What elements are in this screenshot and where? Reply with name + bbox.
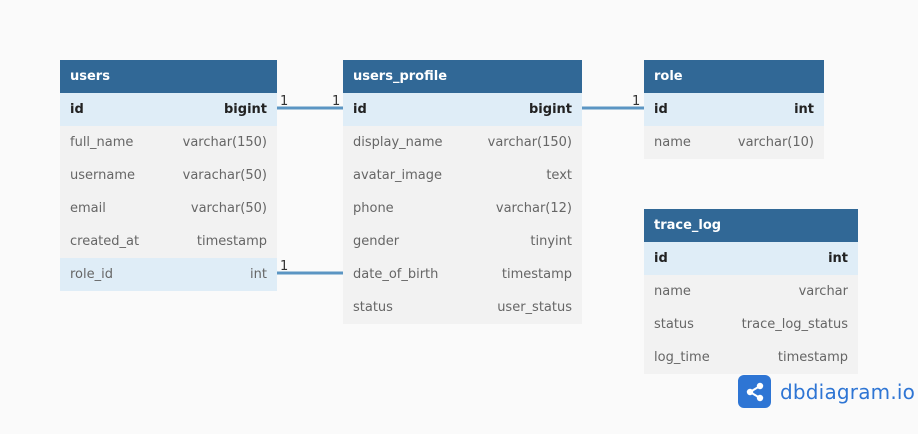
- column-type: varchar(50): [190, 201, 267, 216]
- table-row[interactable]: id int: [644, 242, 858, 275]
- column-name: full_name: [70, 135, 134, 150]
- table-header[interactable]: users_profile: [343, 60, 582, 93]
- column-name: username: [70, 168, 135, 183]
- table-row[interactable]: phone varchar(12): [343, 192, 582, 225]
- table-row[interactable]: status user_status: [343, 291, 582, 324]
- column-type: varchar(150): [487, 135, 572, 150]
- table-users[interactable]: users id bigint full_name varchar(150) u…: [60, 60, 277, 291]
- table-header[interactable]: users: [60, 60, 277, 93]
- column-name: log_time: [654, 350, 710, 365]
- column-type: bigint: [224, 102, 267, 117]
- cardinality-label: 1: [632, 94, 640, 109]
- table-users-profile[interactable]: users_profile id bigint display_name var…: [343, 60, 582, 324]
- table-row[interactable]: id bigint: [343, 93, 582, 126]
- column-type: varchar: [798, 284, 848, 299]
- table-row[interactable]: id bigint: [60, 93, 277, 126]
- column-name: phone: [353, 201, 394, 216]
- table-row[interactable]: email varchar(50): [60, 192, 277, 225]
- table-header[interactable]: trace_log: [644, 209, 858, 242]
- column-type: text: [546, 168, 572, 183]
- table-row[interactable]: id int: [644, 93, 824, 126]
- table-row[interactable]: username varachar(50): [60, 159, 277, 192]
- column-type: trace_log_status: [741, 317, 848, 332]
- table-row[interactable]: date_of_birth timestamp: [343, 258, 582, 291]
- column-type: int: [794, 102, 814, 117]
- column-type: timestamp: [777, 350, 848, 365]
- brand-name: dbdiagram.io: [780, 379, 916, 404]
- cardinality-label: 1: [280, 259, 288, 274]
- column-name: avatar_image: [353, 168, 443, 183]
- column-name: name: [654, 284, 691, 299]
- column-name: role_id: [70, 267, 113, 282]
- table-trace-log[interactable]: trace_log id int name varchar status tra…: [644, 209, 858, 374]
- column-type: varchar(12): [495, 201, 572, 216]
- table-role[interactable]: role id int name varchar(10): [644, 60, 824, 159]
- column-name: email: [70, 201, 106, 216]
- column-type: varachar(50): [182, 168, 267, 183]
- table-row[interactable]: name varchar: [644, 275, 858, 308]
- table-row[interactable]: status trace_log_status: [644, 308, 858, 341]
- table-row[interactable]: log_time timestamp: [644, 341, 858, 374]
- table-row[interactable]: display_name varchar(150): [343, 126, 582, 159]
- column-type: varchar(150): [182, 135, 267, 150]
- column-name: date_of_birth: [353, 267, 439, 282]
- column-type: int: [250, 267, 267, 282]
- table-row[interactable]: gender tinyint: [343, 225, 582, 258]
- column-type: user_status: [497, 300, 572, 315]
- column-name: gender: [353, 234, 400, 249]
- column-name: id: [353, 102, 367, 117]
- column-type: tinyint: [530, 234, 572, 249]
- table-row[interactable]: created_at timestamp: [60, 225, 277, 258]
- column-type: varchar(10): [737, 135, 814, 150]
- table-row[interactable]: full_name varchar(150): [60, 126, 277, 159]
- table-row[interactable]: avatar_image text: [343, 159, 582, 192]
- column-name: display_name: [353, 135, 443, 150]
- cardinality-label: 1: [280, 94, 288, 109]
- table-row[interactable]: name varchar(10): [644, 126, 824, 159]
- column-type: timestamp: [196, 234, 267, 249]
- column-name: created_at: [70, 234, 140, 249]
- column-name: id: [654, 251, 668, 266]
- column-name: status: [353, 300, 393, 315]
- column-type: int: [828, 251, 848, 266]
- brand-watermark: dbdiagram.io: [738, 375, 915, 408]
- column-type: bigint: [529, 102, 572, 117]
- column-name: status: [654, 317, 694, 332]
- column-name: name: [654, 135, 691, 150]
- cardinality-label: 1: [332, 94, 340, 109]
- column-name: id: [70, 102, 84, 117]
- share-nodes-icon: [738, 375, 771, 408]
- column-type: timestamp: [501, 267, 572, 282]
- table-header[interactable]: role: [644, 60, 824, 93]
- table-row[interactable]: role_id int: [60, 258, 277, 291]
- column-name: id: [654, 102, 668, 117]
